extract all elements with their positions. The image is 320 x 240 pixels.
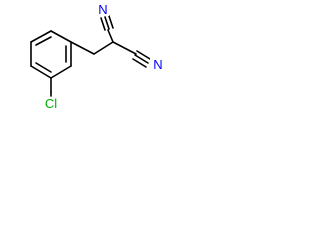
upper-triple-bond-3 bbox=[108, 15, 114, 29]
ch-to-lower-c-bond bbox=[112, 41, 137, 55]
structure-diagram: N N Cl bbox=[30, 2, 166, 111]
nitrile-lower-n-label: N bbox=[153, 57, 162, 72]
upper-triple-bond-1 bbox=[100, 17, 106, 31]
ring-double-bond-1 bbox=[35, 36, 52, 46]
lower-triple-bond-2 bbox=[134, 54, 149, 64]
ring-double-bond-3 bbox=[35, 62, 52, 73]
nitrile-upper-n-label: N bbox=[98, 2, 107, 17]
lower-triple-bond-3 bbox=[132, 58, 147, 68]
ch-to-upper-c-bond bbox=[107, 29, 114, 43]
lower-triple-bond-1 bbox=[136, 50, 151, 60]
nitrile-lower: N bbox=[112, 41, 166, 72]
upper-triple-bond-2 bbox=[104, 16, 110, 30]
chlorine-label: Cl bbox=[45, 96, 57, 111]
ring-bond-5 bbox=[30, 65, 52, 79]
ring-to-ch2-bond bbox=[70, 41, 95, 55]
benzene-ring bbox=[30, 30, 72, 79]
ch2-to-ch-bond bbox=[93, 41, 114, 55]
nitrile-upper: N bbox=[97, 2, 114, 43]
ring-bond-1 bbox=[30, 30, 52, 43]
ring-bond-2 bbox=[50, 30, 72, 43]
chlorine-substituent: Cl bbox=[45, 77, 57, 111]
ring-bond-4 bbox=[50, 65, 72, 79]
